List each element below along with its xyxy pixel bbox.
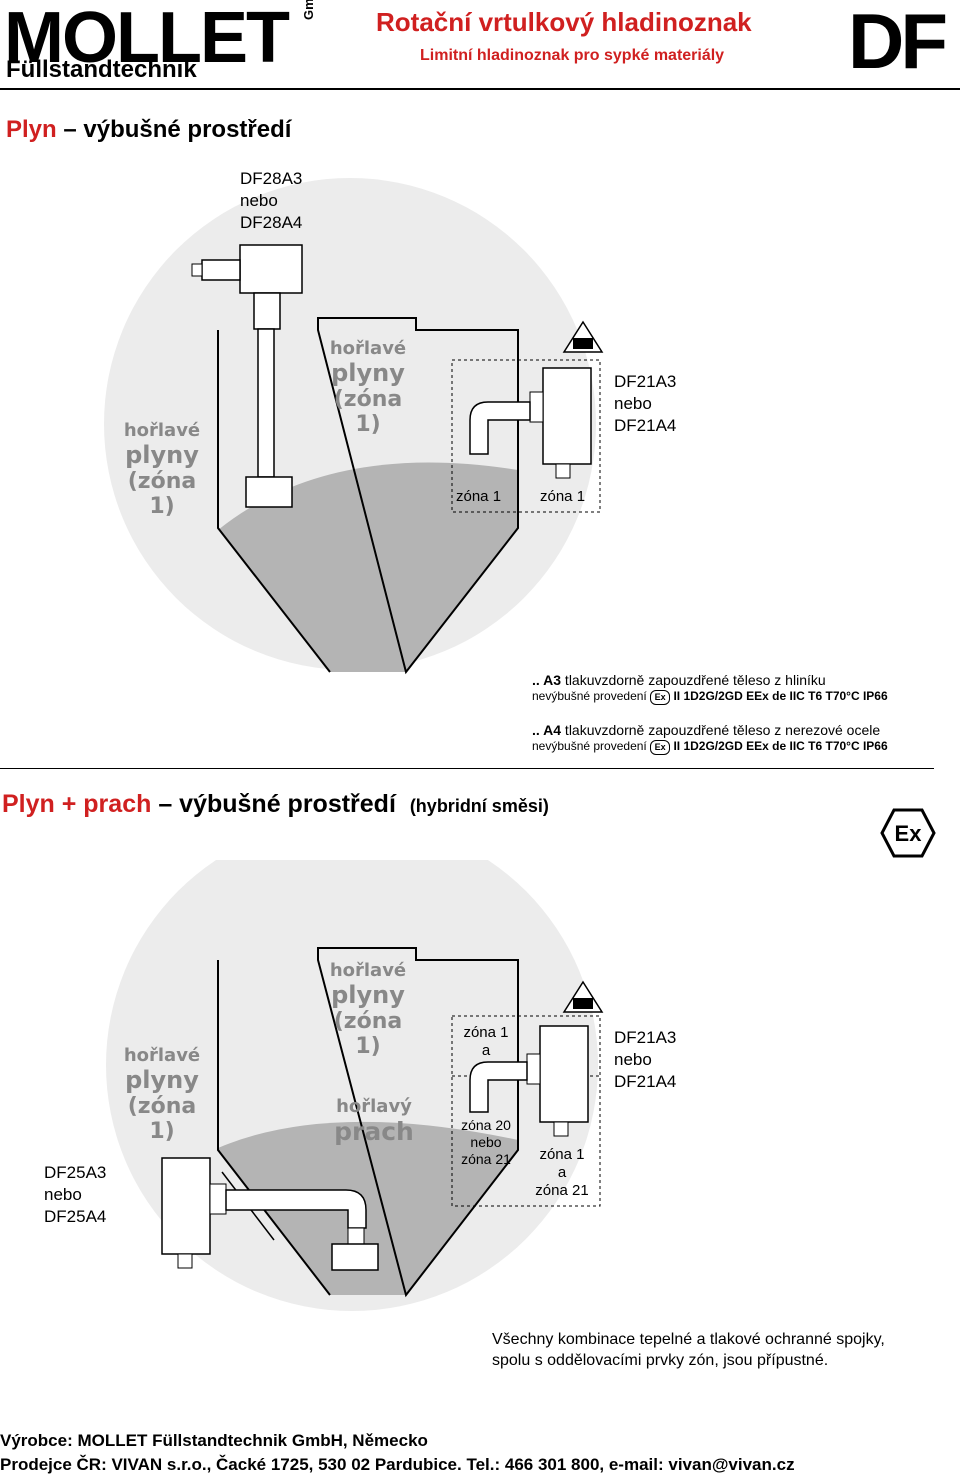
zone-label-inner: zóna 1 — [456, 488, 502, 505]
silo-diagram-gas — [104, 178, 604, 675]
note-a4: .. A4 tlakuvzdorně zapouzdřené těleso z … — [532, 722, 888, 756]
section2-heading: Plyn + prach – výbušné prostředí (hybrid… — [2, 790, 549, 818]
page-title: Rotační vrtulkový hladinoznak — [376, 7, 752, 37]
gas-label-top-2: hořlavé plyny (zóna 1) — [329, 960, 407, 1059]
gas-label-left-2: hořlavé plyny (zóna 1) — [123, 1045, 201, 1144]
ex-icon: Ex — [650, 690, 671, 706]
ex-atex-icon: Ex — [880, 808, 936, 858]
page-subtitle: Limitní hladinoznak pro sypké materiály — [420, 47, 725, 64]
company-logo-subtitle: Füllstandtechnik — [6, 56, 197, 83]
header-divider — [0, 88, 960, 90]
footer-manufacturer: Výrobce: MOLLET Füllstandtechnik GmbH, N… — [0, 1431, 428, 1450]
company-logo-gmbh: GmbH — [301, 0, 316, 20]
note-a3: .. A3 tlakuvzdorně zapouzdřené těleso z … — [532, 672, 888, 706]
all-combinations-note: Všechny kombinace tepelné a tlakové ochr… — [492, 1331, 885, 1369]
silo-diagram-hybrid — [106, 860, 604, 1311]
gas-label-left: hořlavé plyny (zóna 1) — [123, 420, 201, 519]
dust-label: hořlavý prach — [334, 1096, 414, 1146]
df-logo: DF — [848, 0, 948, 85]
company-logo: MOLLET — [4, 0, 290, 78]
ex-icon: Ex — [650, 740, 671, 756]
section-divider — [0, 768, 934, 769]
zone-label-outer: zóna 1 — [540, 488, 586, 505]
svg-text:Ex: Ex — [895, 821, 923, 846]
footer-distributor: Prodejce ČR: VIVAN s.r.o., Čacké 1725, 5… — [0, 1455, 795, 1474]
section1-heading: Plyn – výbušné prostředí — [6, 116, 292, 143]
gas-label-top: hořlavé plyny (zóna 1) — [329, 338, 407, 437]
